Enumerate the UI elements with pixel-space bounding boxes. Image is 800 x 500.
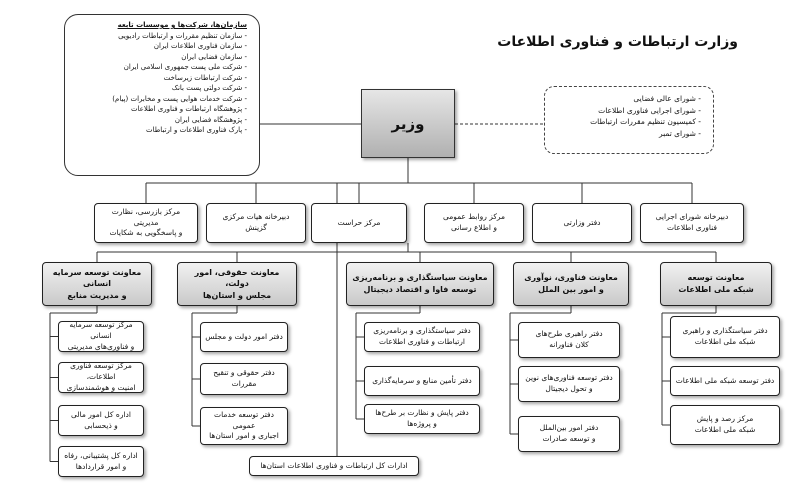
provincial-offices-box: ادارات کل ارتباطات و فناوری اطلاعات استا… <box>249 456 419 476</box>
organization-item: - شرکت ملی پست جمهوری اسلامی ایران <box>123 63 247 71</box>
box-text-line: ارتباطات و فناوری اطلاعات <box>378 337 466 346</box>
staff-unit-box: دفتر وزارتی <box>532 203 632 243</box>
box-text-line: اداره کل امور مالی <box>71 409 131 419</box>
page-title: وزارت ارتباطات و فناوری اطلاعات <box>497 34 738 50</box>
box-text-line: مرکز بازرسی، نظارت مدیریتی <box>111 206 181 227</box>
office-box: دفتر تأمین منابع و سرمایه‌گذاری <box>364 366 480 396</box>
affiliated-organizations-heading: سازمان‌ها، شرکت‌ها و موسسات تابعه <box>117 21 247 29</box>
box-text-line: و اطلاع رسانی <box>451 223 497 232</box>
office-box: دفتر امور دولت و مجلس <box>200 322 288 352</box>
box-text-line: توسعه فاوا و اقتصاد دیجیتال <box>363 285 477 294</box>
box-text-line: اداره کل پشتیبانی، رفاه <box>64 450 138 460</box>
box-text-line: کلان فناورانه <box>549 340 589 349</box>
box-text-line: دفتر راهبری طرح‌های <box>535 329 603 339</box>
box-text-line: دفتر توسعه فناوری‌های نوین <box>525 373 613 383</box>
affiliated-organizations-list: - سازمان تنظیم مقررات و ارتباطات رادیویی… <box>73 31 247 136</box>
box-text-line: و فناوری‌های مدیریتی <box>67 341 135 351</box>
box-text-line: دفتر وزارتی <box>563 217 601 227</box>
box-text-line: و امور قراردادها <box>75 461 127 471</box>
minister-box: وزیر <box>361 89 455 158</box>
box-text-line: امنیت و هوشمندسازی <box>66 382 136 392</box>
box-text-line: مرکز رصد و پایش <box>696 414 754 424</box>
box-text-line: دفتر پایش و نظارت بر طرح‌ها <box>375 408 469 418</box>
box-text-line: مرکز توسعه سرمایه انسانی <box>69 320 133 341</box>
deputy-box: معاونت فناوری، نوآوری و امور بین الملل <box>513 262 629 306</box>
box-text-line: شبکه ملی اطلاعات <box>678 285 754 294</box>
staff-unit-box: مرکز حراست <box>311 203 407 243</box>
organization-item: - پارک فناوری اطلاعات و ارتباطات <box>146 126 247 134</box>
office-box: دفتر توسعه شبکه ملی اطلاعات <box>670 366 780 396</box>
council-item: - شورای عالی فضایی <box>633 94 701 103</box>
councils-box: - شورای عالی فضایی - شورای اجرایی فناوری … <box>544 86 714 154</box>
affiliated-organizations-box: سازمان‌ها، شرکت‌ها و موسسات تابعه - سازم… <box>64 14 260 176</box>
organization-item: - پژوهشگاه ارتباطات و فناوری اطلاعات <box>130 105 247 113</box>
box-text-line: مرکز حراست <box>337 217 381 227</box>
staff-unit-box: دبیرخانه هیات مرکزی گزینش <box>206 203 306 243</box>
box-text-line: معاونت فناوری، نوآوری <box>524 273 618 283</box>
box-text-line: دفتر حقوقی و تنقیح مقررات <box>213 368 275 388</box>
box-text-line: دبیرخانه شورای اجرایی <box>655 212 729 222</box>
office-box: مرکز توسعه فناوری اطلاعات،امنیت و هوشمند… <box>58 361 144 393</box>
box-text-line: دفتر امور بین‌الملل <box>539 423 599 433</box>
box-text-line: فناوری اطلاعات <box>667 223 717 232</box>
deputy-box: معاونت توسعه شبکه ملی اطلاعات <box>660 262 772 306</box>
council-item: - کمیسیون تنظیم مقررات ارتباطات <box>590 117 701 127</box>
box-text-line: اجباری و امور استان‌ها <box>209 431 279 441</box>
organization-item: - شرکت ارتباطات زیرساخت <box>163 73 247 82</box>
box-text-line: مرکز توسعه فناوری اطلاعات، <box>70 361 132 382</box>
organization-item: - سازمان تنظیم مقررات و ارتباطات رادیویی <box>118 31 247 40</box>
box-text-line: مرکز روابط عمومی <box>442 212 506 222</box>
box-text-line: معاونت توسعه <box>687 273 745 283</box>
council-item: - شورای تمبر <box>658 128 701 138</box>
organization-item: - شرکت خدمات هوایی پست و مخابرات (پیام) <box>112 94 247 103</box>
box-text-line: و توسعه صادرات <box>542 434 596 443</box>
box-text-line: دفتر توسعه خدمات عمومی <box>214 409 274 430</box>
organization-item: - شرکت دولتی پست بانک <box>171 84 247 92</box>
organization-item: - سازمان فناوری اطلاعات ایران <box>153 42 247 50</box>
box-text-line: دفتر سیاستگذاری و برنامه‌ریزی <box>373 326 471 336</box>
office-box: دفتر حقوقی و تنقیح مقررات <box>200 363 288 395</box>
deputy-box: معاونت حقوقی، امور دولت،مجلس و استان‌ها <box>177 262 297 306</box>
organization-item: - سازمان فضایی ایران <box>181 52 247 61</box>
box-text-line: و تحول دیجیتال <box>545 384 593 393</box>
box-text-line: مجلس و استان‌ها <box>202 290 272 300</box>
box-text-line: و پروژه‌ها <box>407 419 437 428</box>
box-text-line: دفتر توسعه شبکه ملی اطلاعات <box>675 375 775 385</box>
box-text-line: و امور بین الملل <box>538 285 604 294</box>
box-text-line: دبیرخانه هیات مرکزی گزینش <box>222 212 290 232</box>
councils-list: - شورای عالی فضایی - شورای اجرایی فناوری … <box>553 93 701 140</box>
box-text-line: دفتر تأمین منابع و سرمایه‌گذاری <box>372 375 472 385</box>
box-text-line: معاونت توسعه سرمایه انسانی <box>52 267 142 289</box>
box-text-line: معاونت سیاستگذاری و برنامه‌ریزی <box>352 273 488 283</box>
deputy-box: معاونت سیاستگذاری و برنامه‌ریزی توسعه فاو… <box>346 262 494 306</box>
box-text-line: و پاسخگویی به شکایات <box>109 228 183 238</box>
box-text-line: دفتر سیاستگذاری و راهبری <box>682 326 768 336</box>
box-text-line: و ذیحسابی <box>84 420 118 430</box>
box-text-line: شبکه ملی اطلاعات <box>694 425 756 434</box>
box-text-line: شبکه ملی اطلاعات <box>694 337 756 346</box>
council-item: - شورای اجرایی فناوری اطلاعات <box>598 105 701 115</box>
box-text-line: ادارات کل ارتباطات و فناوری اطلاعات استا… <box>260 460 408 470</box>
organization-item: - پژوهشگاه فضایی ایران <box>174 115 247 124</box>
box-text-line: دفتر امور دولت و مجلس <box>205 331 283 341</box>
box-text-line: و مدیریت منابع <box>67 290 127 300</box>
box-text-line: معاونت حقوقی، امور دولت، <box>194 267 280 289</box>
